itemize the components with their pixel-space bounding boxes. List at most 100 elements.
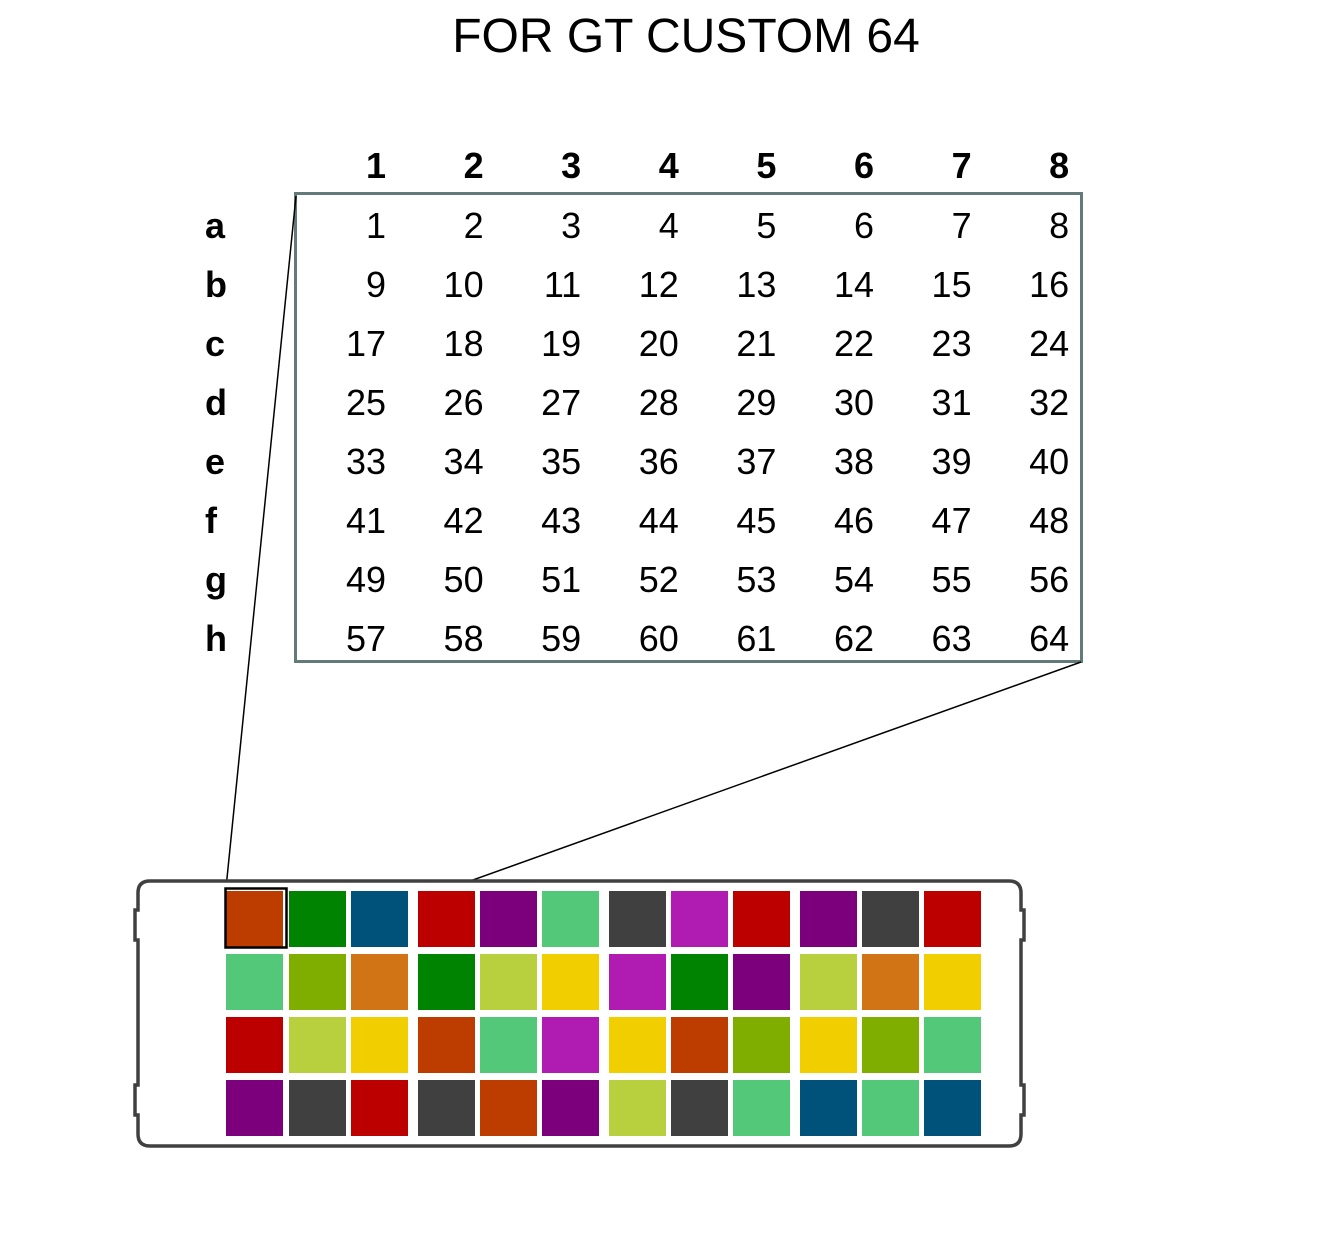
well-number: 17 [346,323,386,364]
row-label: b [205,264,227,305]
well-number: 5 [756,205,776,246]
plate-well [671,954,728,1010]
zoom-connector-left [225,195,297,889]
well-number: 45 [736,500,776,541]
well-number: 59 [541,618,581,659]
well-number: 14 [834,264,874,305]
well-number: 12 [639,264,679,305]
plate-well [351,891,408,947]
row-label: e [205,441,225,482]
well-number: 56 [1029,559,1069,600]
plate-well [289,891,346,947]
well-number: 20 [639,323,679,364]
well-number: 39 [932,441,972,482]
well-number: 2 [464,205,484,246]
plate-well [480,1080,537,1136]
plate-well [671,1080,728,1136]
plate-well [733,1080,790,1136]
column-header: 5 [756,145,776,186]
well-number: 49 [346,559,386,600]
well-number: 28 [639,382,679,423]
well-number: 8 [1049,205,1069,246]
well-number: 32 [1029,382,1069,423]
well-number: 11 [544,264,581,305]
plate-well [862,891,919,947]
plate-well [671,891,728,947]
plate-well [289,1017,346,1073]
well-number: 7 [952,205,972,246]
well-number: 64 [1029,618,1069,659]
plate-well [289,1080,346,1136]
well-number: 54 [834,559,874,600]
plate-well [733,1017,790,1073]
plate-well [924,1017,981,1073]
well-number: 9 [366,264,386,305]
well-number: 35 [541,441,581,482]
well-number: 60 [639,618,679,659]
row-label: g [205,559,227,600]
plate-well [800,954,857,1010]
well-number: 13 [736,264,776,305]
well-number: 37 [736,441,776,482]
well-number: 43 [541,500,581,541]
plate-well [800,1017,857,1073]
well-number: 18 [444,323,484,364]
well-number: 15 [932,264,972,305]
plate-outline [133,879,1026,1148]
well-number: 58 [444,618,484,659]
plate-well [289,954,346,1010]
well-number: 34 [444,441,484,482]
plate-well [609,954,666,1010]
column-header: 1 [366,145,386,186]
plate-well [862,1080,919,1136]
plate-well [609,1017,666,1073]
plate-well [226,891,283,947]
well-number: 30 [834,382,874,423]
well-number: 16 [1029,264,1069,305]
well-number: 41 [346,500,386,541]
well-number: 1 [366,205,386,246]
highlighted-well-box [224,887,288,949]
well-number: 22 [834,323,874,364]
row-label: c [205,323,225,364]
well-number: 4 [659,205,679,246]
column-header: 6 [854,145,874,186]
well-number: 42 [444,500,484,541]
plate-well [609,891,666,947]
row-label: d [205,382,227,423]
row-label: h [205,618,227,659]
plate-well [862,954,919,1010]
well-number: 46 [834,500,874,541]
plate-well [418,1080,475,1136]
well-number: 3 [561,205,581,246]
plate-well [418,1017,475,1073]
well-number: 40 [1029,441,1069,482]
plate-well [800,891,857,947]
column-header: 7 [952,145,972,186]
row-label: a [205,205,226,246]
plate-well [351,1017,408,1073]
plate-well [862,1017,919,1073]
well-number: 62 [834,618,874,659]
well-number: 51 [541,559,581,600]
well-number: 57 [346,618,386,659]
plate-well [924,954,981,1010]
plate-well [733,891,790,947]
plate-well [480,954,537,1010]
column-header: 8 [1049,145,1069,186]
well-number: 52 [639,559,679,600]
well-number: 19 [541,323,581,364]
well-number: 26 [444,382,484,423]
well-number: 61 [736,618,776,659]
well-number: 36 [639,441,679,482]
plate-well [226,954,283,1010]
well-number: 55 [932,559,972,600]
well-number: 21 [736,323,776,364]
well-number: 27 [541,382,581,423]
well-number: 63 [932,618,972,659]
plate-well [733,954,790,1010]
well-number: 25 [346,382,386,423]
